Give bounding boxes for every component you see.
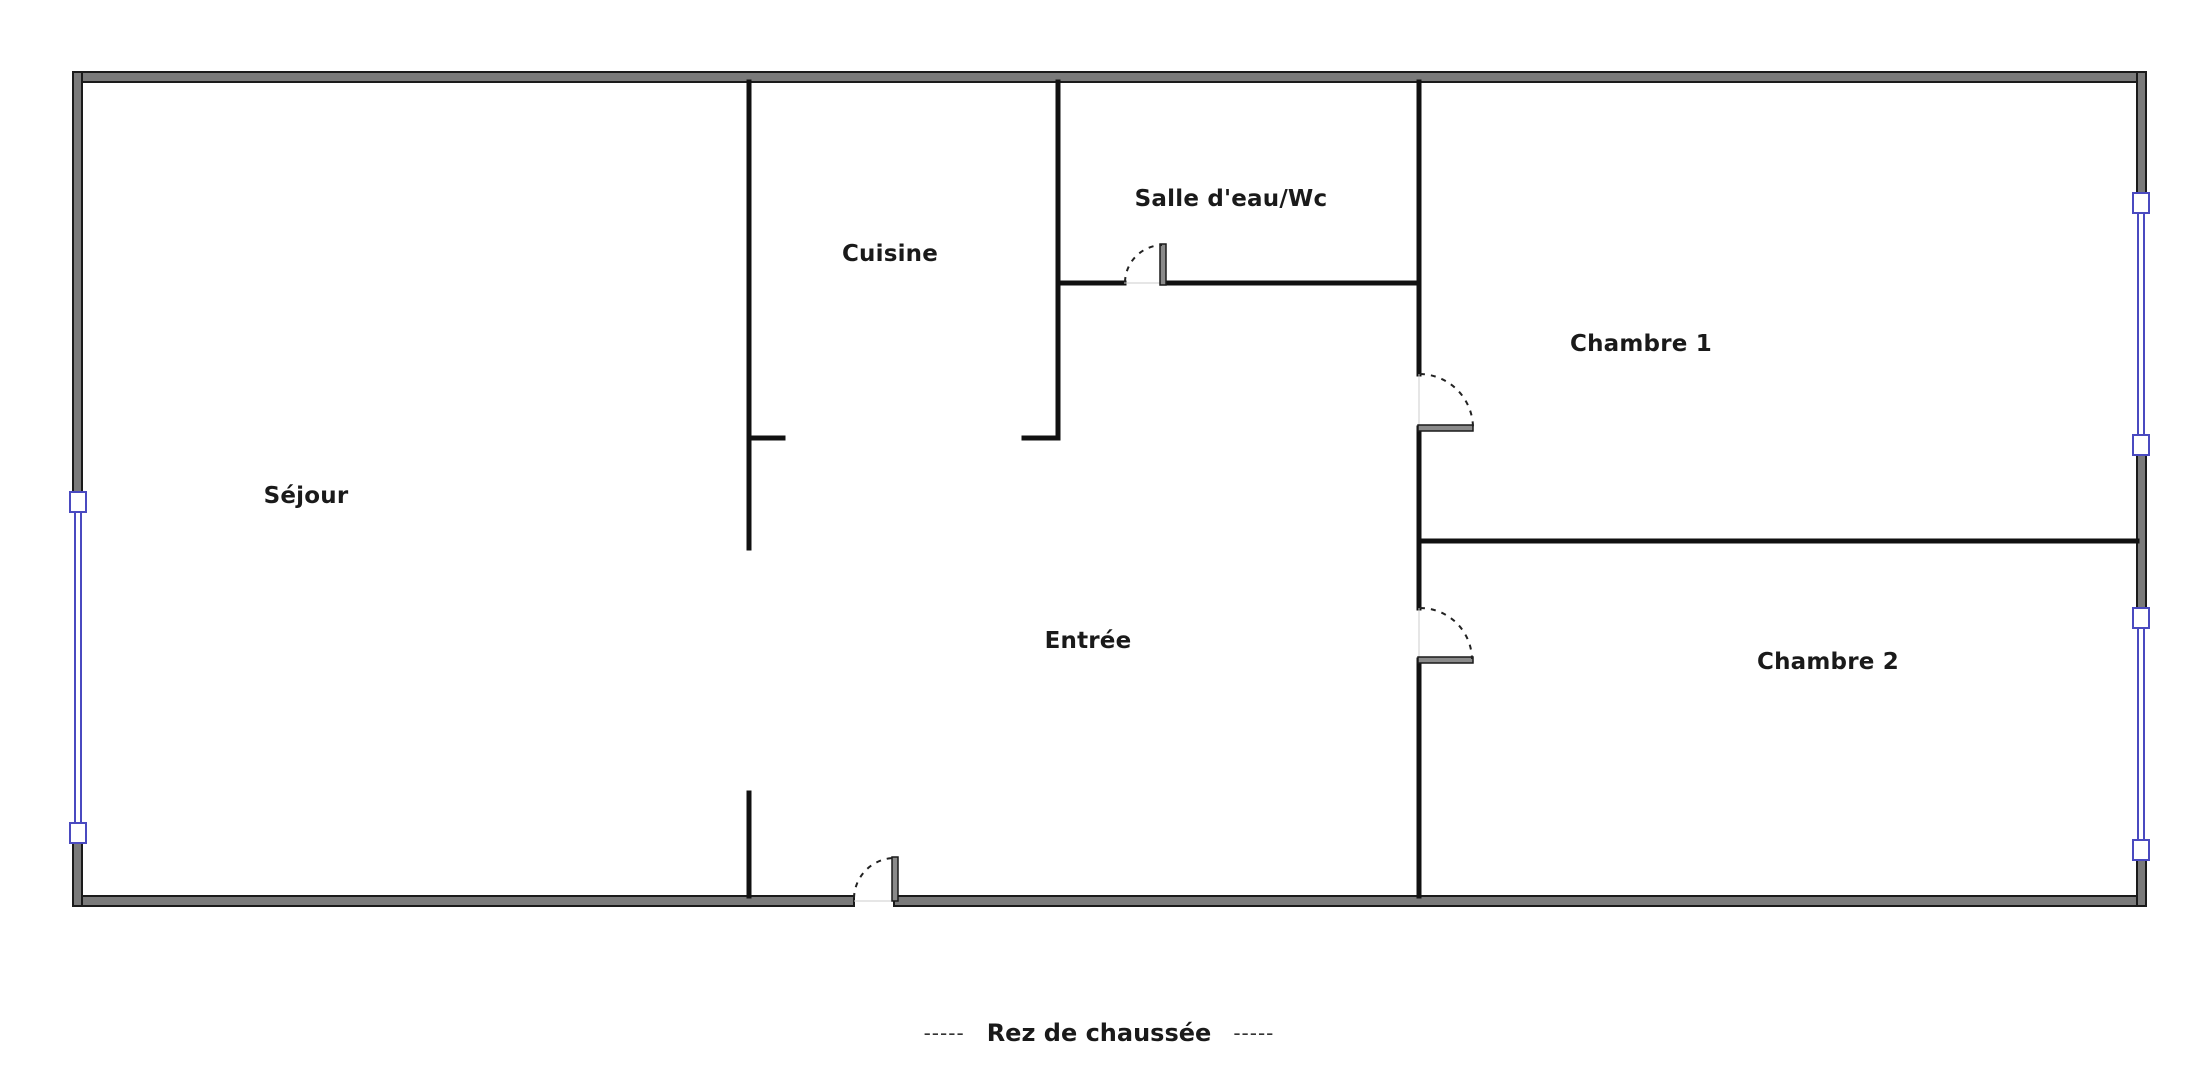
window-chambre-2 xyxy=(2132,607,2150,861)
room-label-entree: Entrée xyxy=(1044,628,1132,654)
door-chambre-1 xyxy=(1417,373,1474,432)
door-entrance xyxy=(853,856,899,902)
room-label-sejour: Séjour xyxy=(263,483,349,509)
room-label-chambre-2: Chambre 2 xyxy=(1757,649,1899,675)
room-label-cuisine: Cuisine xyxy=(841,241,939,267)
exterior-walls xyxy=(72,71,2147,907)
room-label-chambre-1: Chambre 1 xyxy=(1570,331,1712,357)
caption-dash-left: ----- xyxy=(923,1021,965,1045)
wall-right-middle xyxy=(2136,444,2147,618)
door-chambre-2 xyxy=(1417,607,1474,664)
windows xyxy=(69,192,2150,861)
interior-walls xyxy=(746,79,2140,899)
wall-bottom-right xyxy=(893,895,2147,907)
wall-right-top xyxy=(2136,71,2147,203)
window-sejour xyxy=(69,491,87,844)
doors xyxy=(853,243,1474,902)
caption-title: Rez de chaussée xyxy=(986,1019,1212,1047)
window-chambre-1 xyxy=(2132,192,2150,456)
floor-caption: ----- Rez de chaussée ----- xyxy=(924,1019,1275,1047)
wall-bottom-left xyxy=(72,895,855,907)
wall-left-upper xyxy=(72,71,83,503)
door-wc xyxy=(1124,243,1167,286)
wall-top xyxy=(72,71,2147,83)
caption-dash-right: ----- xyxy=(1233,1021,1275,1045)
room-label-salle-deau: Salle d'eau/Wc xyxy=(1134,186,1328,212)
